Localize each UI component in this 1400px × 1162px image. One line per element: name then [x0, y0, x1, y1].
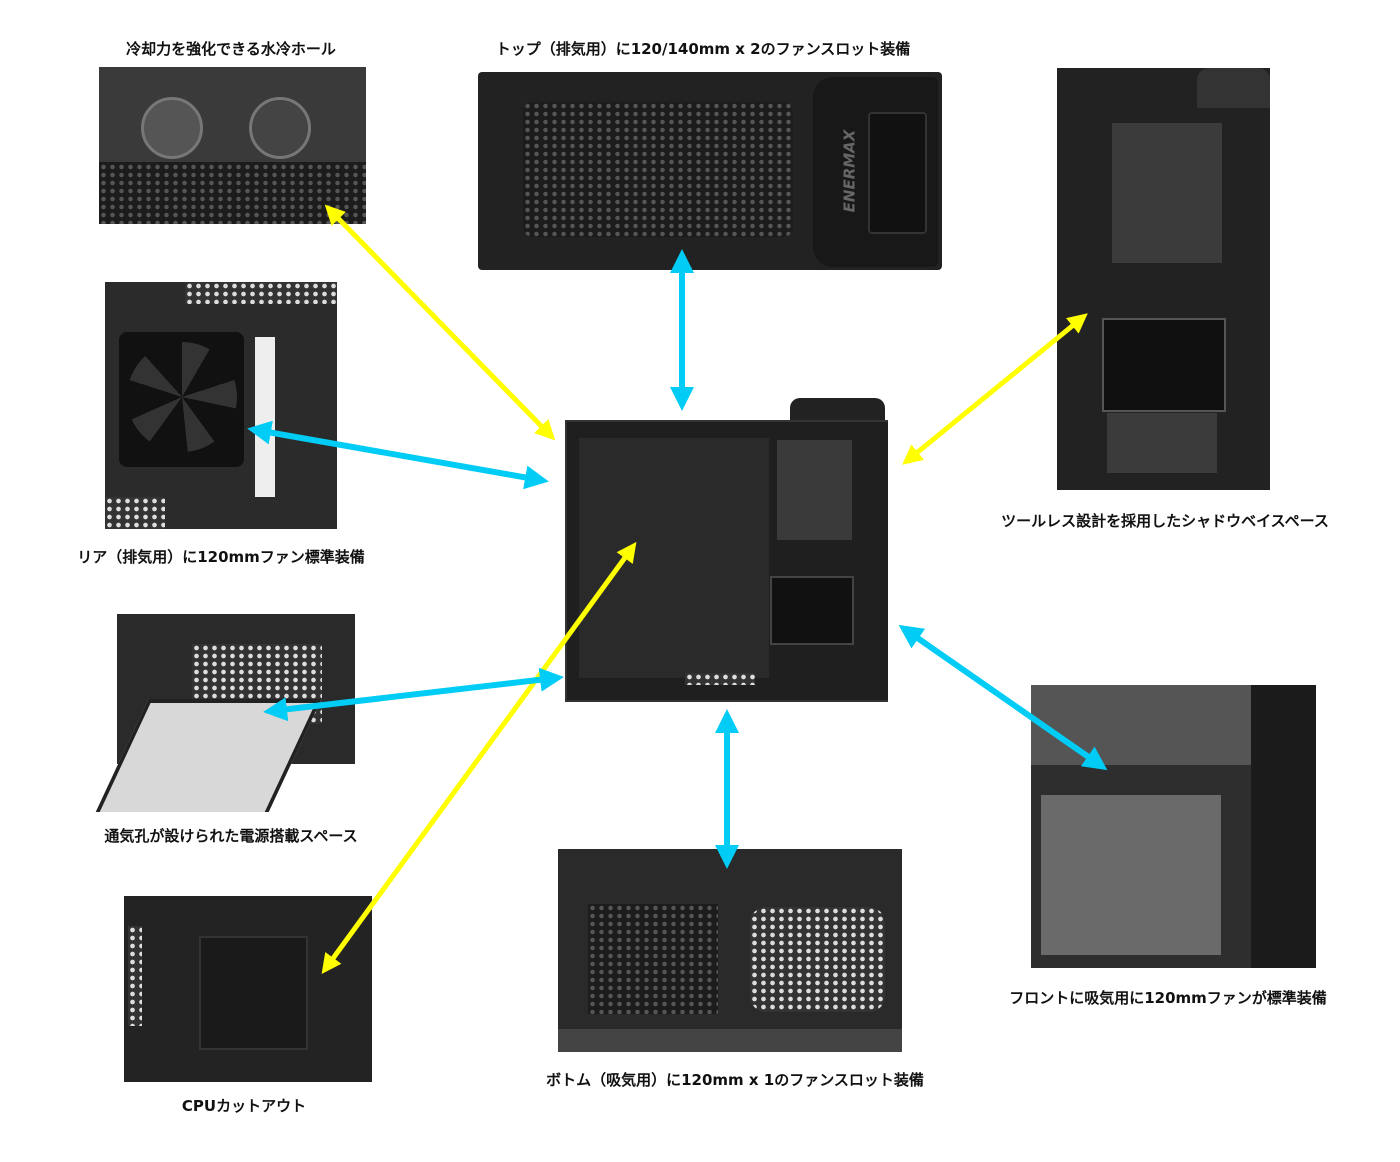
- top-panel-photo: ENERMAX: [478, 72, 942, 270]
- label-shadow-bay: ツールレス設計を採用したシャドウベイスペース: [1001, 512, 1329, 530]
- brand-logo: ENERMAX: [840, 129, 859, 213]
- fan-icon: [127, 342, 237, 452]
- cpu-cutout-photo: [124, 896, 372, 1082]
- label-bottom: ボトム（吸気用）に120mm x 1のファンスロット装備: [546, 1071, 924, 1089]
- label-top: トップ（排気用）に120/140mm x 2のファンスロット装備: [495, 40, 911, 58]
- label-water-hole: 冷却力を強化できる水冷ホール: [126, 40, 336, 58]
- main-case-photo: [565, 398, 888, 705]
- water-cooling-hole-photo: [99, 67, 366, 224]
- rear-fan-photo: [105, 282, 337, 529]
- label-front: フロントに吸気用に120mmファンが標準装備: [1009, 989, 1327, 1007]
- psu-space-photo: [92, 614, 355, 812]
- shadow-bay-photo: [1057, 68, 1270, 490]
- bottom-panel-photo: [558, 849, 902, 1052]
- arrow-shadow-bay: [902, 313, 1088, 465]
- label-rear: リア（排気用）に120mmファン標準装備: [77, 548, 365, 566]
- front-fan-photo: [1031, 685, 1316, 968]
- label-cpu: CPUカットアウト: [181, 1097, 307, 1115]
- front-io-panel: [868, 112, 927, 234]
- label-psu: 通気孔が設けられた電源搭載スペース: [104, 827, 358, 845]
